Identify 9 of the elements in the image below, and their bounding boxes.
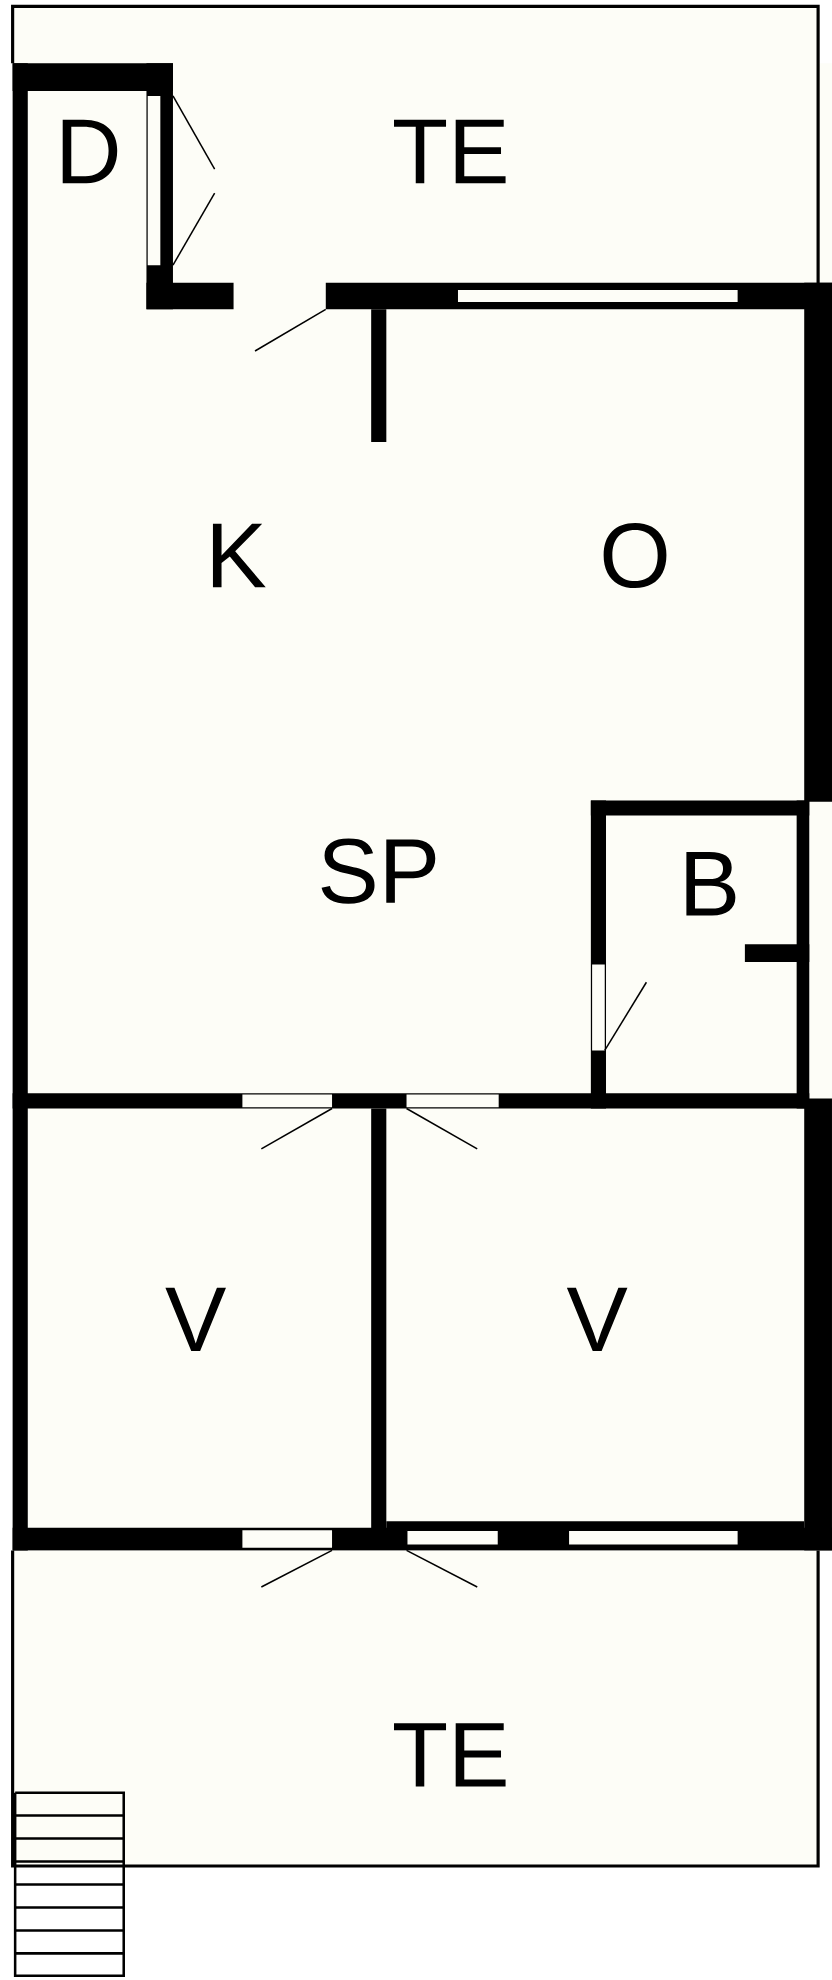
room-label: D [62, 119, 118, 184]
room-label: V [566, 1287, 628, 1351]
room-label: SP [321, 838, 436, 904]
room-label: B [686, 852, 736, 916]
room-label: TE [394, 119, 506, 184]
room-label: TE [394, 1723, 506, 1787]
room-label: O [603, 522, 667, 589]
room-label: V [165, 1287, 226, 1351]
room-label: K [212, 523, 266, 588]
